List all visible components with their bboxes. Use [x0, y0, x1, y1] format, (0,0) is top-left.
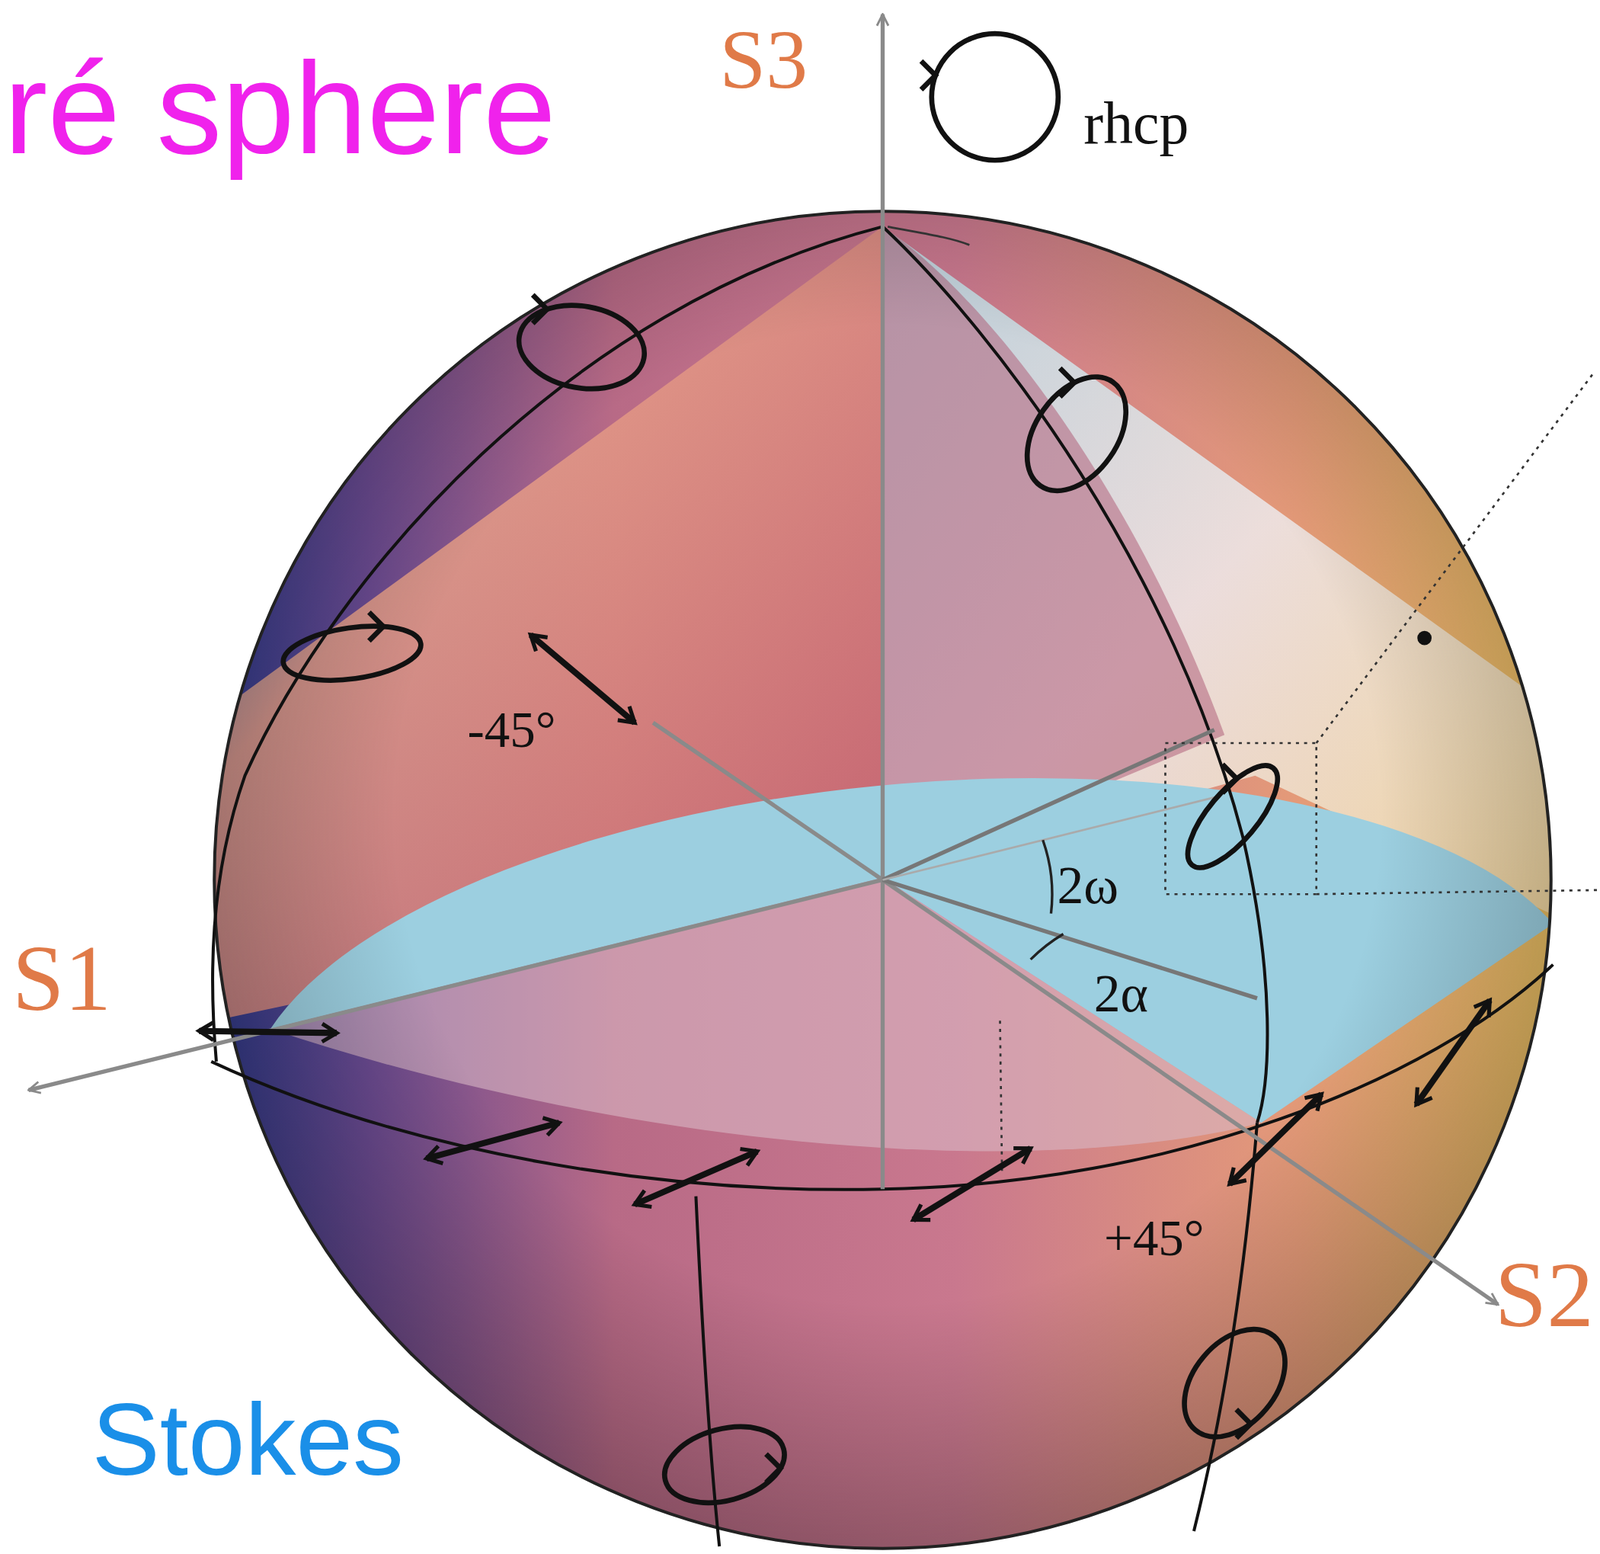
polarization-ellipse — [656, 1414, 794, 1515]
angle-label: 2α — [1094, 967, 1149, 1021]
rotation-arrowhead — [1059, 368, 1075, 397]
polarization-ellipse — [1006, 358, 1146, 509]
polarization-ellipse — [279, 617, 425, 688]
rotation-arrowhead — [921, 60, 936, 90]
rotation-arrowhead — [1222, 764, 1237, 794]
rotation-arrowhead — [765, 1453, 781, 1483]
axis-label: S2 — [1494, 1247, 1594, 1341]
axis-label: S1 — [12, 930, 112, 1024]
polarization-ellipse — [512, 295, 651, 398]
rotation-arrowhead — [1236, 1408, 1252, 1438]
title: ré sphere — [3, 42, 556, 173]
caption-word: Stokes — [92, 1387, 404, 1490]
rotation-arrowhead — [368, 611, 384, 641]
state-label: rhcp — [1083, 93, 1189, 154]
polarization-ellipse — [1164, 1309, 1306, 1456]
angle-label: -45° — [467, 704, 556, 756]
polarization-ellipse — [931, 33, 1059, 160]
rotation-arrowhead — [532, 294, 548, 324]
axis-label: S3 — [719, 18, 808, 103]
angle-label: 2ω — [1057, 859, 1120, 913]
angle-label: +45° — [1104, 1212, 1205, 1264]
polarization-ellipse — [1173, 752, 1293, 881]
